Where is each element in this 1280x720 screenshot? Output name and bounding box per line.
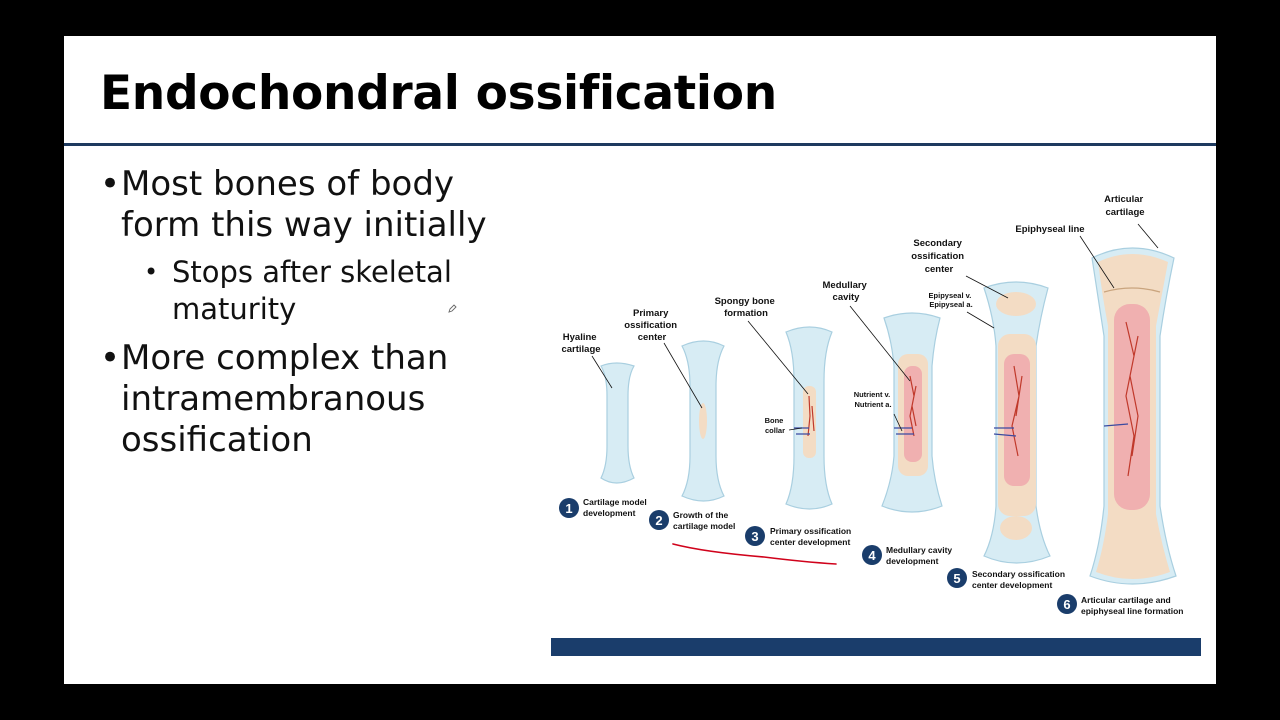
stage-number: 3 <box>751 529 758 544</box>
pen-cursor-icon <box>448 304 457 313</box>
label-line: Nutrient a. <box>854 400 891 409</box>
stage-number: 2 <box>655 513 662 528</box>
footer-bar <box>551 638 1201 656</box>
label-secondary-ossification-center: Secondary ossification center <box>911 238 966 275</box>
label-line: center <box>925 264 954 275</box>
label-line: Nutrient v. <box>854 390 891 399</box>
title-divider <box>64 143 1216 146</box>
label-spongy-bone-formation: Spongy bone formation <box>715 296 778 319</box>
stage-6-caption: 6 Articular cartilage and epiphyseal lin… <box>1057 594 1184 616</box>
stage-4-caption: 4 Medullary cavity development <box>862 545 955 566</box>
label-articular-cartilage: Articular cartilage <box>1104 194 1146 218</box>
bone-stage-3 <box>785 326 833 510</box>
stage-5-caption: 5 Secondary ossification center developm… <box>947 568 1067 590</box>
label-line: Bone <box>765 416 784 425</box>
stage-1-caption: 1 Cartilage model development <box>559 497 649 518</box>
label-bone-collar: Bone collar <box>765 416 786 435</box>
stage-caption: Cartilage model development <box>583 497 649 518</box>
label-line: ossification <box>624 320 677 331</box>
label-line: Spongy bone <box>715 296 775 307</box>
caption-line: development <box>583 508 636 518</box>
bone-stage-5 <box>983 281 1051 564</box>
label-line: Secondary <box>913 238 962 249</box>
label-line: Primary <box>633 308 669 319</box>
label-line: Articular <box>1104 194 1143 205</box>
bone-stage-6 <box>1089 247 1177 585</box>
stage-number: 5 <box>953 571 960 586</box>
bone-stage-2 <box>681 340 725 502</box>
caption-line: Growth of the <box>673 510 729 520</box>
label-medullary-cavity: Medullary cavity <box>823 280 870 303</box>
bone-stage-4 <box>881 312 943 513</box>
label-primary-ossification-center: Primary ossification center <box>624 308 679 343</box>
stage-caption: Secondary ossification center developmen… <box>972 569 1067 590</box>
caption-line: Articular cartilage and <box>1081 595 1171 605</box>
label-line: Epipyseal a. <box>929 300 972 309</box>
pen-annotation-underline <box>672 543 837 565</box>
caption-line: Cartilage model <box>583 497 647 507</box>
leader-lines <box>591 223 1159 432</box>
stage-number: 6 <box>1063 597 1070 612</box>
caption-line: Primary ossification <box>770 526 851 536</box>
caption-line: epiphyseal line formation <box>1081 606 1184 616</box>
stage-caption: Articular cartilage and epiphyseal line … <box>1081 595 1184 616</box>
caption-line: Secondary ossification <box>972 569 1065 579</box>
label-epipyseal-vessels: Epipyseal v. Epipyseal a. <box>929 291 974 309</box>
sub-bullet-item: Stops after skeletal maturity <box>144 254 520 328</box>
label-line: cartilage <box>1105 207 1144 218</box>
label-line: cartilage <box>561 344 600 355</box>
label-line: Medullary <box>823 280 868 291</box>
stage-number: 4 <box>868 548 876 563</box>
label-line: Epipyseal v. <box>929 291 972 300</box>
bullet-list: Most bones of body form this way initial… <box>100 164 520 469</box>
slide: Endochondral ossification Most bones of … <box>64 36 1216 684</box>
stage-3-caption: 3 Primary ossification center developmen… <box>745 526 854 547</box>
caption-line: center development <box>770 537 850 547</box>
label-line: cavity <box>833 292 861 303</box>
stage-caption: Growth of the cartilage model <box>673 510 735 531</box>
stage-number: 1 <box>565 501 572 516</box>
caption-line: Medullary cavity <box>886 545 952 555</box>
bullet-item: Most bones of body form this way initial… <box>100 164 520 246</box>
label-line: formation <box>724 308 768 319</box>
label-epiphyseal-line: Epiphyseal line <box>1015 224 1084 235</box>
label-line: center <box>638 332 667 343</box>
label-line: Hyaline <box>563 332 597 343</box>
label-line: ossification <box>911 251 964 262</box>
bullet-item: More complex than intramembranous ossifi… <box>100 338 520 461</box>
stage-caption: Primary ossification center development <box>770 526 854 547</box>
label-line: collar <box>765 426 785 435</box>
label-hyaline-cartilage: Hyaline cartilage <box>561 332 600 355</box>
slide-title: Endochondral ossification <box>100 66 777 121</box>
bone-stage-1 <box>600 362 635 484</box>
stage-2-caption: 2 Growth of the cartilage model <box>649 510 735 531</box>
caption-line: development <box>886 556 939 566</box>
caption-line: cartilage model <box>673 521 735 531</box>
label-nutrient-vessels: Nutrient v. Nutrient a. <box>854 390 893 409</box>
ossification-diagram: Hyaline cartilage Primary ossification c… <box>559 194 1184 616</box>
caption-line: center development <box>972 580 1052 590</box>
stage-caption: Medullary cavity development <box>886 545 955 566</box>
